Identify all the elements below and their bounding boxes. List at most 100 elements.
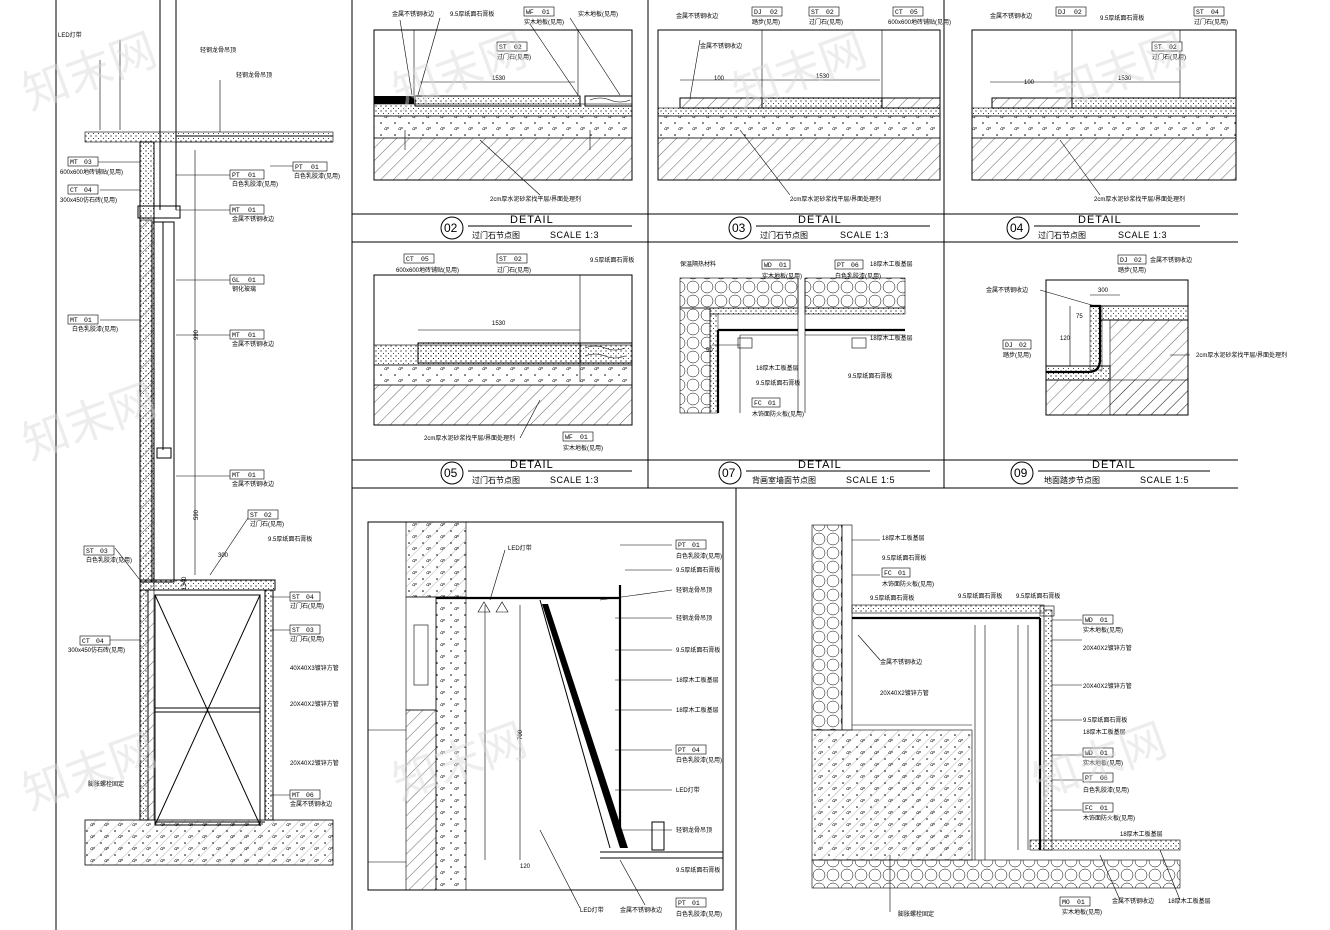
svg-text:金属不锈钢收边: 金属不锈钢收边	[392, 10, 434, 18]
svg-text:600x600地砖铺贴(见用): 600x600地砖铺贴(见用)	[888, 18, 951, 26]
svg-text:过门石节点图: 过门石节点图	[472, 475, 520, 485]
svg-text:WF: WF	[565, 434, 573, 441]
svg-text:轻钢龙骨吊顶: 轻钢龙骨吊顶	[676, 586, 712, 594]
svg-text:1530: 1530	[492, 76, 506, 82]
svg-text:18厚木工板基层: 18厚木工板基层	[1083, 728, 1126, 736]
svg-text:SCALE 1:3: SCALE 1:3	[550, 230, 599, 240]
svg-text:白色乳胶漆(见用): 白色乳胶漆(见用)	[86, 556, 132, 564]
svg-text:DJ: DJ	[1005, 342, 1013, 349]
svg-text:9.5厚纸面石膏板: 9.5厚纸面石膏板	[590, 256, 634, 264]
svg-text:DJ: DJ	[1120, 257, 1128, 264]
svg-text:2cm厚水泥砂浆找平层/界面处理剂: 2cm厚水泥砂浆找平层/界面处理剂	[1094, 195, 1185, 203]
svg-text:轻钢龙骨吊顶: 轻钢龙骨吊顶	[200, 46, 236, 54]
svg-text:01: 01	[1100, 750, 1108, 757]
left-annotations	[67, 156, 328, 800]
svg-text:白色乳胶漆(见用): 白色乳胶漆(见用)	[676, 910, 722, 918]
svg-text:知末网: 知末网	[15, 22, 163, 120]
svg-text:金属不锈钢收边: 金属不锈钢收边	[232, 215, 274, 223]
svg-text:PT: PT	[678, 747, 686, 754]
tag-gl01: GL	[232, 277, 240, 284]
svg-text:WD: WD	[1085, 617, 1093, 624]
svg-text:WD: WD	[1085, 750, 1093, 757]
svg-text:膨胀螺栓固定: 膨胀螺栓固定	[88, 780, 124, 788]
svg-text:590: 590	[194, 509, 200, 520]
detail-03-number: 03	[732, 221, 746, 235]
svg-text:轻钢龙骨吊顶: 轻钢龙骨吊顶	[676, 826, 712, 834]
tag-pt01-a: PT	[232, 172, 240, 179]
svg-text:120: 120	[1060, 336, 1071, 342]
svg-text:9.5厚纸面石膏板: 9.5厚纸面石膏板	[676, 566, 720, 574]
svg-text:03: 03	[306, 627, 314, 634]
svg-text:300x450仿石砖(见用): 300x450仿石砖(见用)	[68, 646, 125, 654]
detail-03-word: DETAIL	[798, 214, 842, 226]
svg-text:ST: ST	[499, 44, 507, 51]
svg-text:CT: CT	[406, 256, 414, 263]
svg-text:120: 120	[520, 864, 531, 870]
svg-text:9.5厚纸面石膏板: 9.5厚纸面石膏板	[958, 592, 1002, 600]
svg-text:9.5厚纸面石膏板: 9.5厚纸面石膏板	[268, 535, 312, 543]
svg-text:金属不锈钢收边: 金属不锈钢收边	[1150, 256, 1192, 264]
detail-09-title: 09 DETAIL 地面踏步节点图 SCALE 1:5	[1010, 459, 1210, 485]
detail-05-word: DETAIL	[510, 459, 554, 471]
svg-text:2cm厚水泥砂浆找平层/界面处理剂: 2cm厚水泥砂浆找平层/界面处理剂	[790, 195, 881, 203]
svg-text:2cm厚水泥砂浆找平层/界面处理剂: 2cm厚水泥砂浆找平层/界面处理剂	[424, 434, 515, 442]
svg-text:75: 75	[1076, 314, 1083, 320]
svg-text:DJ: DJ	[754, 9, 762, 16]
svg-text:轻钢龙骨吊顶: 轻钢龙骨吊顶	[236, 71, 272, 79]
svg-text:2cm厚水泥砂浆找平层/界面处理剂: 2cm厚水泥砂浆找平层/界面处理剂	[1196, 351, 1287, 359]
svg-text:18厚木工板基层: 18厚木工板基层	[870, 334, 913, 342]
svg-text:实木地板(见用): 实木地板(见用)	[1083, 626, 1123, 634]
svg-text:SCALE 1:3: SCALE 1:3	[1118, 230, 1167, 240]
svg-text:保温隔热材料: 保温隔热材料	[680, 260, 716, 268]
svg-text:金属不锈钢收边: 金属不锈钢收边	[232, 340, 274, 348]
svg-text:SCALE 1:3: SCALE 1:3	[840, 230, 889, 240]
svg-text:20X40X2镀锌方管: 20X40X2镀锌方管	[880, 689, 929, 697]
detail-04-word: DETAIL	[1078, 214, 1122, 226]
tag-mt01-d: MT	[232, 472, 240, 479]
svg-text:过门石(见用): 过门石(见用)	[290, 602, 324, 610]
svg-text:白色乳胶漆(见用): 白色乳胶漆(见用)	[835, 272, 881, 280]
svg-text:20X40X2镀锌方管: 20X40X2镀锌方管	[290, 700, 339, 708]
svg-text:01: 01	[1077, 899, 1085, 906]
svg-text:PT: PT	[678, 542, 686, 549]
svg-text:01: 01	[692, 542, 700, 549]
svg-text:100: 100	[714, 76, 725, 82]
svg-text:过门石(见用): 过门石(见用)	[1152, 53, 1186, 61]
tag-st03-b: ST	[292, 627, 300, 634]
tag-st02-a: ST	[250, 512, 258, 519]
svg-text:金属不锈钢收边: 金属不锈钢收边	[620, 906, 662, 914]
svg-text:白色乳胶漆(见用): 白色乳胶漆(见用)	[232, 180, 278, 188]
svg-text:金属不锈钢收边: 金属不锈钢收边	[232, 480, 274, 488]
svg-text:木饰面防火板(见用): 木饰面防火板(见用)	[752, 410, 804, 418]
svg-text:01: 01	[768, 400, 776, 407]
svg-text:LED灯带: LED灯带	[58, 31, 82, 39]
tag-st03: ST	[86, 548, 94, 555]
svg-text:踏步(见用): 踏步(见用)	[752, 18, 780, 26]
svg-text:实木地板(见用): 实木地板(见用)	[1083, 759, 1123, 767]
detail-07-number: 07	[722, 466, 736, 480]
tag-mt03: MT	[70, 159, 78, 166]
svg-text:SCALE 1:3: SCALE 1:3	[550, 475, 599, 485]
svg-text:01: 01	[248, 277, 256, 284]
svg-text:9.5厚纸面石膏板: 9.5厚纸面石膏板	[882, 554, 926, 562]
detail-09-number: 09	[1014, 466, 1028, 480]
svg-text:DJ: DJ	[1058, 9, 1066, 16]
detail-04-number: 04	[1010, 221, 1024, 235]
svg-text:实木地板(见用): 实木地板(见用)	[524, 18, 564, 26]
svg-text:LED灯带: LED灯带	[508, 544, 532, 552]
svg-text:ST: ST	[1154, 44, 1162, 51]
detail-05-title: 05 DETAIL 过门石节点图 SCALE 1:3	[440, 459, 632, 485]
svg-text:9.5厚纸面石膏板: 9.5厚纸面石膏板	[1083, 716, 1127, 724]
svg-text:金属不锈钢收边: 金属不锈钢收边	[1112, 897, 1154, 905]
tag-st04-a: ST	[292, 594, 300, 601]
svg-text:01: 01	[898, 570, 906, 577]
detail-03-title: 03 DETAIL 过门石节点图 SCALE 1:3	[728, 214, 930, 240]
svg-text:01: 01	[1100, 805, 1108, 812]
svg-text:木饰面防火板(见用): 木饰面防火板(见用)	[1083, 814, 1135, 822]
svg-text:FC: FC	[754, 400, 762, 407]
